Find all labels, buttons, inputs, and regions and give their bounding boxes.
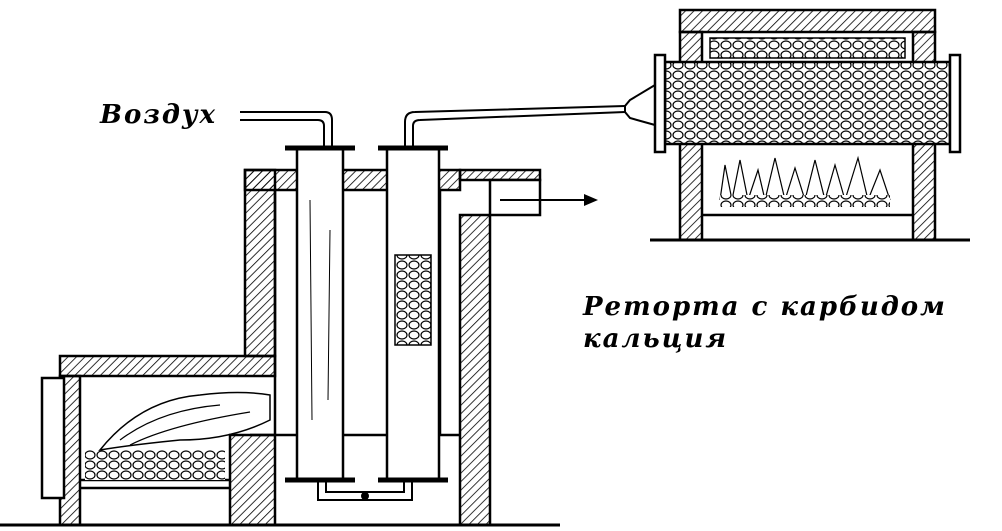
air-label: Воздух (100, 100, 218, 130)
retort-label-line2: кальция (583, 324, 729, 354)
tube-left (285, 145, 355, 483)
furnace-body (40, 168, 542, 527)
tube-right (378, 145, 448, 483)
retort-cylinder (624, 53, 962, 154)
air-inlet-pipe (240, 111, 333, 148)
retort-label-line1: Реторта с карбидом (583, 292, 947, 322)
gas-outlet-pipe (404, 105, 626, 148)
